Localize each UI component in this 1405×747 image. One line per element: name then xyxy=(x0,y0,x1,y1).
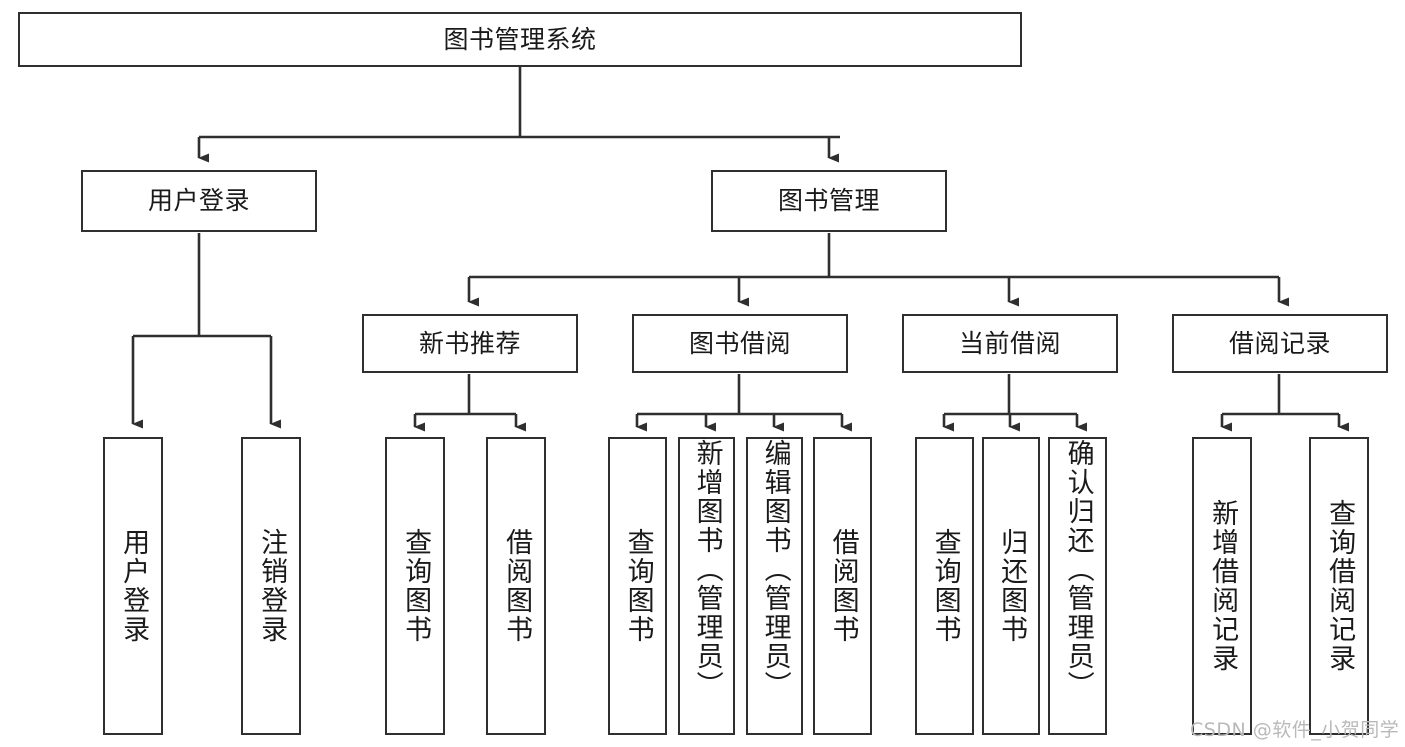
node-label: 编辑图书（管理员） xyxy=(759,439,791,700)
node-leaf-return-book[interactable]: 归还图书 xyxy=(982,437,1040,735)
node-label: 图书管理系统 xyxy=(443,24,597,54)
node-label: 注销登录 xyxy=(256,528,288,644)
node-new-book-recommend[interactable]: 新书推荐 xyxy=(362,314,578,373)
node-leaf-user-login[interactable]: 用户登录 xyxy=(103,437,163,735)
csdn-watermark: CSDN @软件_小贺同学 xyxy=(1190,719,1400,741)
node-leaf-query-book-1[interactable]: 查询图书 xyxy=(385,437,445,735)
node-leaf-edit-book[interactable]: 编辑图书（管理员） xyxy=(746,437,803,735)
node-label: 新增借阅记录 xyxy=(1207,499,1239,673)
node-leaf-confirm-return[interactable]: 确认归还（管理员） xyxy=(1048,437,1107,735)
node-label: 用户登录 xyxy=(118,528,150,644)
node-leaf-add-record[interactable]: 新增借阅记录 xyxy=(1192,437,1252,735)
node-leaf-add-book[interactable]: 新增图书（管理员） xyxy=(678,437,735,735)
node-leaf-borrow-book-1[interactable]: 借阅图书 xyxy=(486,437,546,735)
node-label: 图书借阅 xyxy=(688,328,791,358)
node-leaf-query-book-2[interactable]: 查询图书 xyxy=(608,437,667,735)
node-label: 归还图书 xyxy=(996,528,1028,644)
node-label: 新增图书（管理员） xyxy=(691,439,723,700)
node-label: 借阅图书 xyxy=(501,528,533,644)
node-leaf-query-record[interactable]: 查询借阅记录 xyxy=(1309,437,1369,735)
node-label: 图书管理 xyxy=(777,186,880,215)
node-label: 查询图书 xyxy=(622,528,654,644)
node-label: 确认归还（管理员） xyxy=(1062,439,1094,700)
node-label: 用户登录 xyxy=(147,186,250,215)
node-leaf-query-book-3[interactable]: 查询图书 xyxy=(915,437,974,735)
node-label: 借阅图书 xyxy=(827,528,859,644)
node-leaf-logout-login[interactable]: 注销登录 xyxy=(241,437,301,735)
node-label: 当前借阅 xyxy=(958,328,1061,358)
node-borrow-record[interactable]: 借阅记录 xyxy=(1172,314,1388,373)
node-root-system[interactable]: 图书管理系统 xyxy=(18,12,1022,67)
node-label: 新书推荐 xyxy=(418,328,521,358)
node-label: 查询借阅记录 xyxy=(1324,499,1356,673)
node-label: 借阅记录 xyxy=(1228,328,1331,358)
node-leaf-borrow-book-2[interactable]: 借阅图书 xyxy=(813,437,872,735)
node-label: 查询图书 xyxy=(929,528,961,644)
node-book-borrow[interactable]: 图书借阅 xyxy=(632,314,848,373)
node-book-manage[interactable]: 图书管理 xyxy=(711,170,947,232)
node-current-borrow[interactable]: 当前借阅 xyxy=(902,314,1118,373)
node-user-login[interactable]: 用户登录 xyxy=(81,170,317,232)
node-label: 查询图书 xyxy=(400,528,432,644)
